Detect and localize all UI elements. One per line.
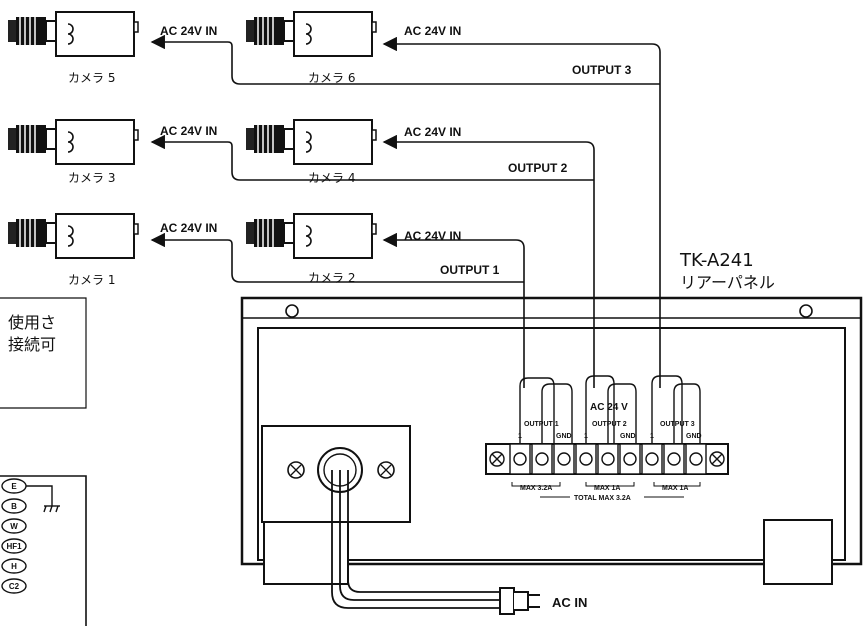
power-label: AC 24V IN [160,124,217,138]
mount-screw [287,461,305,479]
rating-label: MAX 1A [662,485,688,492]
output-2-label: OUTPUT 2 [508,161,568,175]
ac-in-label: AC IN [552,595,587,610]
camera-label: カメラ 5 [68,71,115,85]
connector-label: H [11,562,17,571]
camera-3: カメラ 3 AC 24V IN [7,119,217,185]
camera-label: カメラ 6 [308,71,355,85]
connector-label: HF1 [6,542,22,551]
model-subtitle: リアーパネル [680,273,775,292]
power-label: AC 24V IN [160,221,217,235]
terminal-group-label: OUTPUT 2 [592,421,627,428]
power-label: AC 24V IN [404,229,461,243]
terminal-sub-label: 1 [518,433,522,440]
total-rating-label: TOTAL MAX 3.2A [574,495,631,502]
camera-5: カメラ 5 AC 24V IN [7,11,217,85]
rating-label: MAX 3.2A [520,485,552,492]
camera-label: カメラ 2 [308,271,355,285]
camera-label: カメラ 3 [68,171,115,185]
terminal-sub-label: GND [620,433,636,440]
terminal-sub-label: 1 [584,433,588,440]
camera-label: カメラ 1 [68,273,115,287]
camera-1: カメラ 1 AC 24V IN [7,213,217,287]
power-cord [331,470,540,615]
connector-label: B [11,502,17,511]
connector-label: W [10,522,18,531]
camera-6: カメラ 6 AC 24V IN [245,11,461,85]
terminal-sub-label: GND [686,433,702,440]
rating-label: MAX 1A [594,485,620,492]
rear-panel [240,296,863,585]
power-label: AC 24V IN [404,125,461,139]
screw-hole [799,304,813,318]
mount-screw [377,461,395,479]
power-label: AC 24V IN [160,24,217,38]
terminal-block: AC 24 V OUTPUT 1 OUTPUT 2 OUTPUT 3 1 GND… [485,375,729,502]
output-3-label: OUTPUT 3 [572,63,632,77]
terminal-group-label: OUTPUT 1 [524,421,559,428]
camera-4: カメラ 4 AC 24V IN [245,119,461,185]
power-label: AC 24V IN [404,24,461,38]
note-box: 使用さ 接続可 [0,297,87,409]
terminal-header: AC 24 V [590,402,628,413]
cable-runs [150,34,661,388]
screw-hole [285,304,299,318]
terminal-sub-label: GND [556,433,572,440]
connector-label: C2 [9,582,20,591]
output-1-label: OUTPUT 1 [440,263,500,277]
terminal-sub-label: 1 [650,433,654,440]
note-line-1: 使用さ [8,313,56,332]
terminal-group-label: OUTPUT 3 [660,421,695,428]
note-line-2: 接続可 [8,335,56,354]
model-title: TK-A241 [679,250,754,271]
left-connector-panel: E B W HF1 H C2 [0,475,87,626]
camera-label: カメラ 4 [308,171,355,185]
connector-label: E [11,482,17,491]
camera-2: カメラ 2 AC 24V IN [245,213,461,285]
